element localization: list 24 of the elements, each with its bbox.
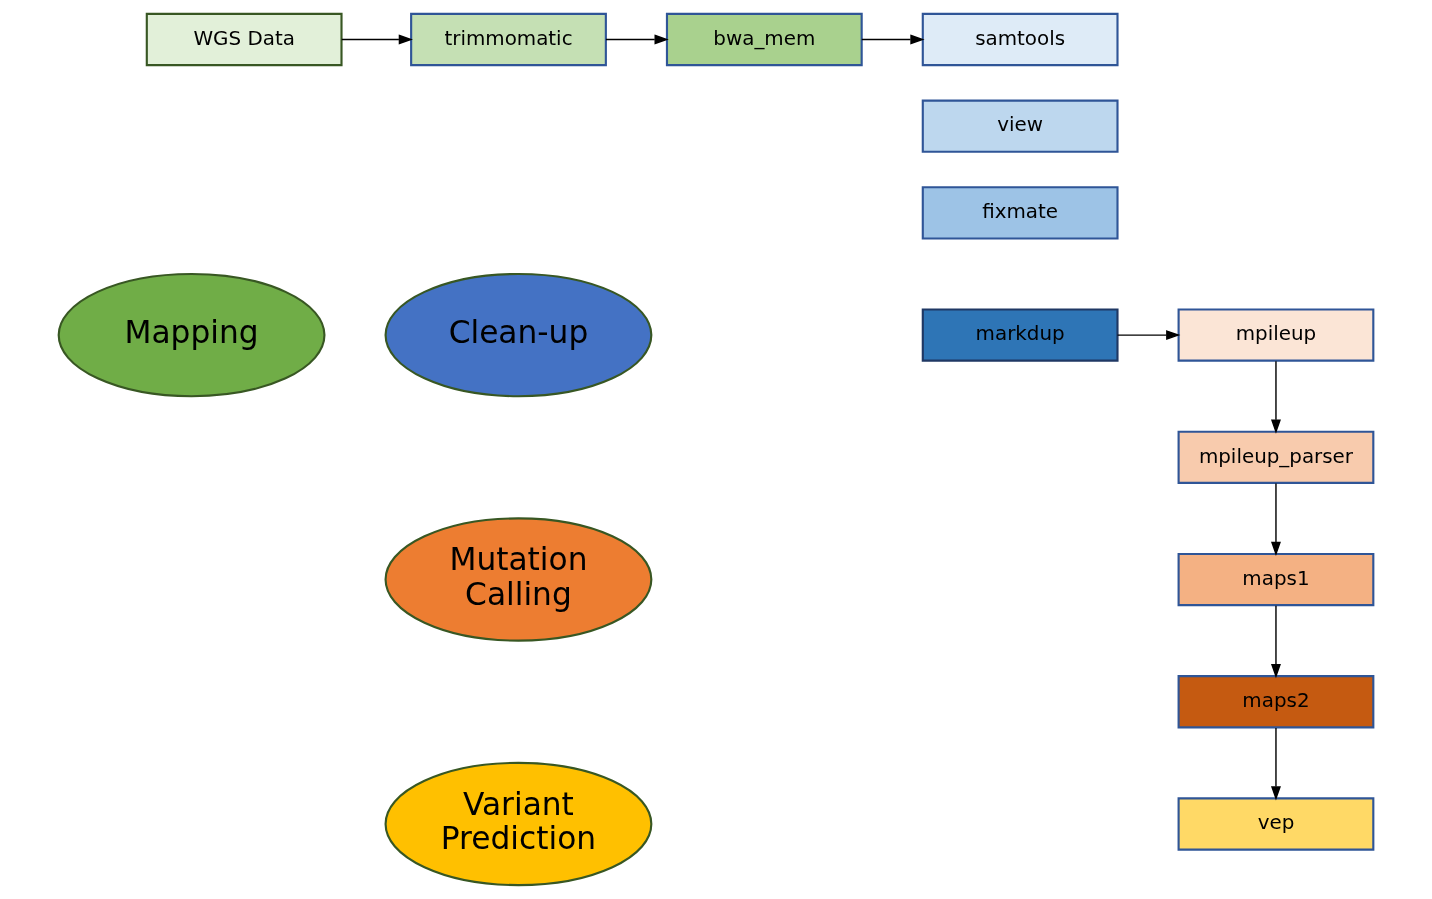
node-box: vep [1177,797,1375,851]
node-box: maps2 [1177,675,1375,729]
arrow [1270,482,1281,556]
arrow [1270,727,1281,801]
node-box: samtools [921,12,1119,67]
node-box: trimmomatic [410,12,607,67]
node-ellipse: Variant Prediction [384,761,653,887]
node-box: fixmate [921,186,1119,240]
node-ellipse: Mutation Calling [384,517,653,642]
arrow [1270,605,1281,679]
node-box: mpileup [1177,308,1375,362]
node-box: maps1 [1177,552,1375,607]
node-box: bwa_mem [665,12,863,67]
arrow [1270,360,1281,434]
arrow [341,34,413,45]
node-box: view [921,99,1119,153]
arrow [1116,330,1181,341]
node-ellipse: Mapping [57,272,326,398]
node-box: markdup [921,308,1119,362]
arrow [605,34,669,45]
node-ellipse: Clean-up [384,272,653,398]
node-box: mpileup_parser [1177,430,1375,484]
arrow [861,34,925,45]
node-box: WGS Data [145,12,343,67]
